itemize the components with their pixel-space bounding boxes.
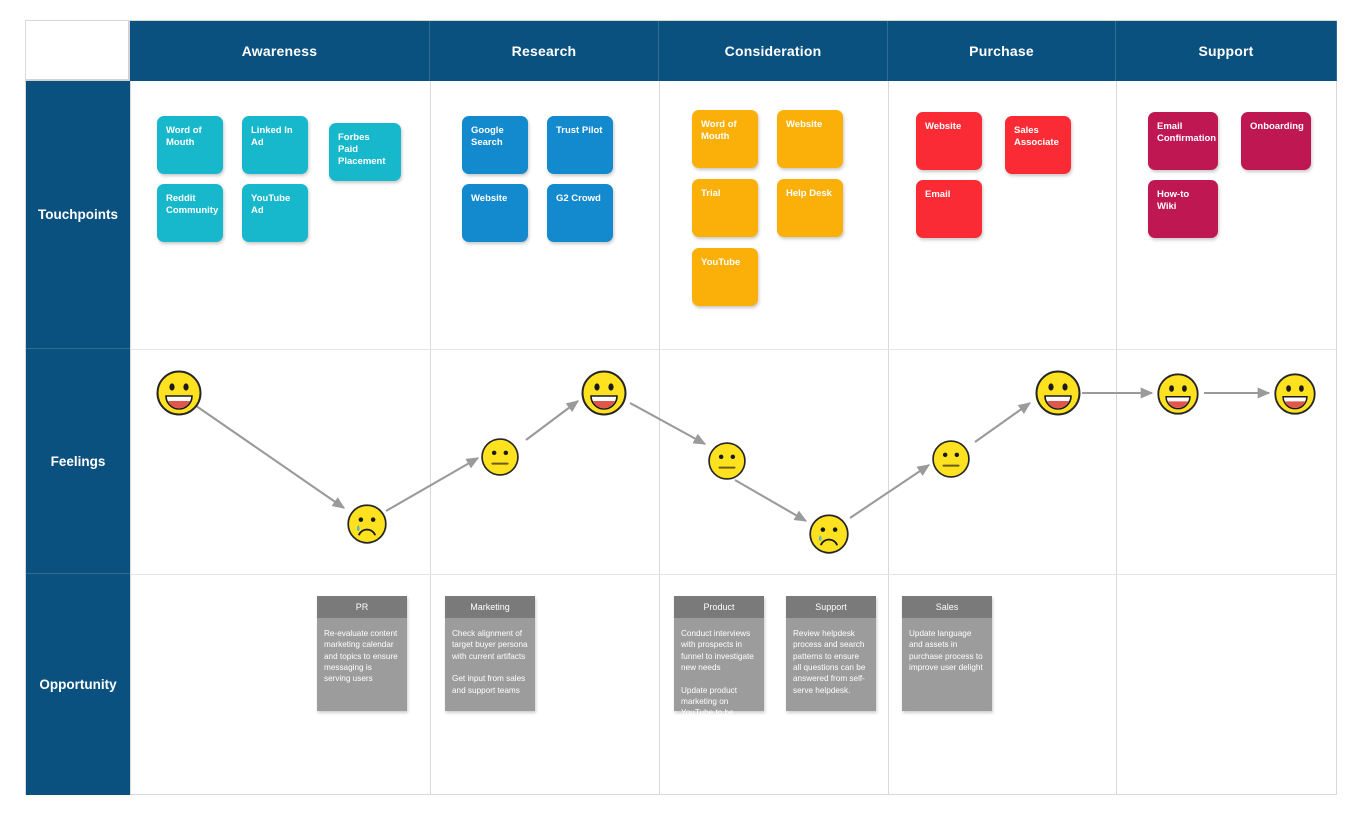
opportunity-card-text: Check alignment of target buyer persona … — [445, 618, 535, 711]
feeling-face-sad[interactable] — [346, 503, 388, 545]
column-header-purchase: Purchase — [888, 21, 1116, 81]
touchpoint-card[interactable]: Sales Associate — [1005, 116, 1071, 174]
touchpoint-card[interactable]: Website — [462, 184, 528, 242]
opportunity-card[interactable]: Marketing Check alignment of target buye… — [445, 596, 535, 711]
journey-map-grid: Awareness Research Consideration Purchas… — [25, 20, 1337, 795]
column-header-label: Awareness — [241, 43, 318, 59]
grid-vline-research — [659, 21, 660, 794]
feelings-arrow — [188, 400, 346, 509]
header-corner-cell — [26, 21, 130, 81]
touchpoint-card[interactable]: Trust Pilot — [547, 116, 613, 174]
opportunity-card-owner: Sales — [902, 596, 992, 618]
touchpoint-card[interactable]: Website — [777, 110, 843, 168]
touchpoint-card[interactable]: Forbes Paid Placement — [329, 123, 401, 181]
row-label-text: Opportunity — [39, 677, 117, 692]
opportunity-card-owner: Support — [786, 596, 876, 618]
touchpoint-card[interactable]: Onboarding — [1241, 112, 1311, 170]
feeling-face-happy[interactable] — [155, 369, 203, 417]
grid-vline-label — [130, 21, 131, 794]
feeling-face-happy[interactable] — [1273, 372, 1317, 416]
opportunity-card[interactable]: Product Conduct interviews with prospect… — [674, 596, 764, 729]
grid-vline-awareness — [430, 21, 431, 794]
feelings-arrow — [525, 400, 580, 441]
opportunity-card-text: Review helpdesk process and search patte… — [786, 618, 876, 711]
row-label-feelings: Feelings — [26, 349, 130, 574]
opportunity-card-text: Re-evaluate content marketing calendar a… — [317, 618, 407, 711]
feelings-arrow — [734, 479, 808, 522]
row-label-opportunity: Opportunity — [26, 574, 130, 795]
feeling-face-neutral[interactable] — [480, 437, 520, 477]
feeling-face-happy[interactable] — [580, 369, 628, 417]
feelings-arrow — [974, 402, 1032, 443]
touchpoint-card[interactable]: Website — [916, 112, 982, 170]
row-label-text: Touchpoints — [38, 207, 118, 222]
column-header-consideration: Consideration — [659, 21, 888, 81]
grid-vline-consideration — [888, 21, 889, 794]
opportunity-card-owner: Product — [674, 596, 764, 618]
grid-hline-feelings — [26, 574, 1336, 575]
feeling-face-happy[interactable] — [1034, 369, 1082, 417]
opportunity-card-owner: Marketing — [445, 596, 535, 618]
touchpoint-card[interactable]: Email Confirmation — [1148, 112, 1218, 170]
row-label-touchpoints: Touchpoints — [26, 81, 130, 349]
touchpoint-card[interactable]: Email — [916, 180, 982, 238]
column-header-research: Research — [430, 21, 659, 81]
column-header-label: Consideration — [724, 43, 822, 59]
touchpoint-card[interactable]: Word of Mouth — [692, 110, 758, 168]
feeling-face-happy[interactable] — [1156, 372, 1200, 416]
column-header-support: Support — [1116, 21, 1337, 81]
opportunity-card-owner: PR — [317, 596, 407, 618]
feelings-arrow — [385, 457, 480, 512]
touchpoint-card[interactable]: Linked In Ad — [242, 116, 308, 174]
opportunity-card[interactable]: PR Re-evaluate content marketing calenda… — [317, 596, 407, 711]
touchpoint-card[interactable]: G2 Crowd — [547, 184, 613, 242]
touchpoint-card[interactable]: How-to Wiki — [1148, 180, 1218, 238]
opportunity-card-text: Conduct interviews with prospects in fun… — [674, 618, 764, 729]
grid-hline-touchpoints — [26, 349, 1336, 350]
touchpoint-card[interactable]: YouTube Ad — [242, 184, 308, 242]
touchpoint-card[interactable]: Word of Mouth — [157, 116, 223, 174]
opportunity-card[interactable]: Support Review helpdesk process and sear… — [786, 596, 876, 711]
touchpoint-card[interactable]: Reddit Community — [157, 184, 223, 242]
feeling-face-neutral[interactable] — [931, 439, 971, 479]
feelings-arrow — [849, 464, 931, 519]
column-header-awareness: Awareness — [130, 21, 430, 81]
touchpoint-card[interactable]: YouTube — [692, 248, 758, 306]
touchpoint-card[interactable]: Trial — [692, 179, 758, 237]
opportunity-card-text: Update language and assets in purchase p… — [902, 618, 992, 711]
row-label-text: Feelings — [50, 453, 106, 469]
column-header-label: Support — [1198, 43, 1254, 59]
column-header-label: Research — [511, 43, 577, 59]
feelings-arrow-layer — [188, 387, 1271, 522]
feeling-face-neutral[interactable] — [707, 441, 747, 481]
grid-vline-purchase — [1116, 21, 1117, 794]
feeling-face-sad[interactable] — [808, 513, 850, 555]
touchpoint-card[interactable]: Help Desk — [777, 179, 843, 237]
opportunity-card[interactable]: Sales Update language and assets in purc… — [902, 596, 992, 711]
feelings-arrow — [629, 402, 707, 445]
column-header-label: Purchase — [969, 43, 1034, 59]
touchpoint-card[interactable]: Google Search — [462, 116, 528, 174]
